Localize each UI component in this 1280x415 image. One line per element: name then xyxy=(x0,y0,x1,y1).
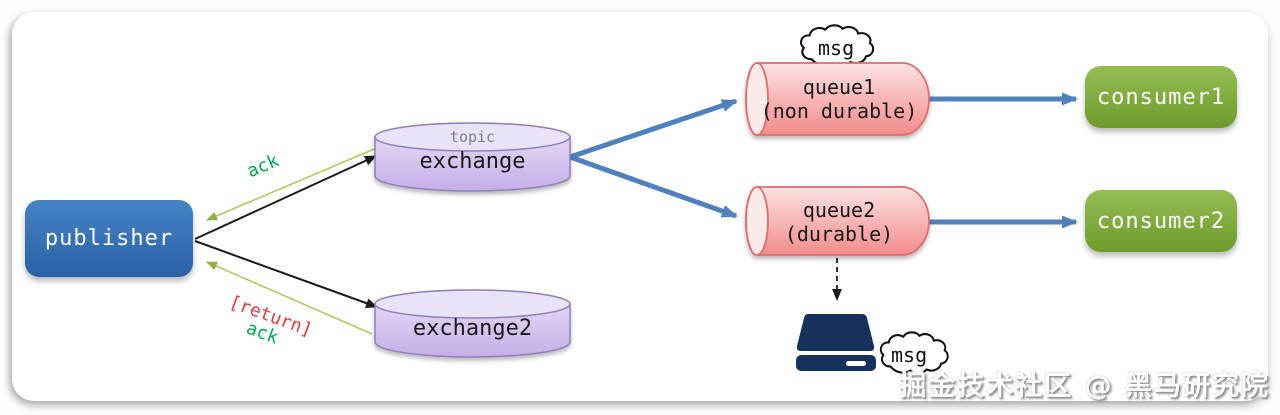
exchange-cylinder xyxy=(374,122,571,192)
edge-exchange-to-queue1 xyxy=(569,98,738,160)
edge-ack-exchange2-to-publisher xyxy=(206,261,373,335)
consumer1-node: consumer1 xyxy=(1085,66,1237,128)
consumer2-label: consumer2 xyxy=(1096,208,1226,234)
diagram-card xyxy=(12,12,1268,401)
queue2-durability: (durable) xyxy=(784,222,894,246)
publisher-label: publisher xyxy=(44,226,174,251)
edge-exchange-to-queue2 xyxy=(569,154,738,219)
msg-cloud-bottom xyxy=(879,331,949,375)
edge-publisher-to-exchange xyxy=(194,155,377,240)
queue2-cylinder xyxy=(745,186,930,256)
publisher-node: publisher xyxy=(25,200,193,277)
edge-publisher-to-exchange2 xyxy=(194,240,378,308)
disk-icon xyxy=(796,314,876,371)
consumer1-label: consumer1 xyxy=(1096,84,1226,110)
exchange2-label: exchange2 xyxy=(412,316,533,341)
queue2-name: queue2 xyxy=(802,198,876,222)
consumer2-node: consumer2 xyxy=(1085,190,1237,252)
queue1-durability: (non durable) xyxy=(760,99,918,123)
exchange-type-label: topic xyxy=(449,128,496,146)
queue2-label: queue2 (durable) xyxy=(751,198,927,246)
edge-ack-exchange-to-publisher xyxy=(206,143,387,221)
exchange2-cylinder xyxy=(374,289,571,358)
msg-top-label: msg xyxy=(818,36,855,60)
exchange-label: exchange xyxy=(419,149,526,174)
queue1-name: queue1 xyxy=(802,75,876,99)
queue1-cylinder xyxy=(745,62,930,136)
msg-bottom-label: msg xyxy=(891,343,928,367)
queue1-label: queue1 (non durable) xyxy=(751,75,927,123)
watermark-text: 掘金技术社区 @ 黑马研究院 xyxy=(899,371,1270,402)
